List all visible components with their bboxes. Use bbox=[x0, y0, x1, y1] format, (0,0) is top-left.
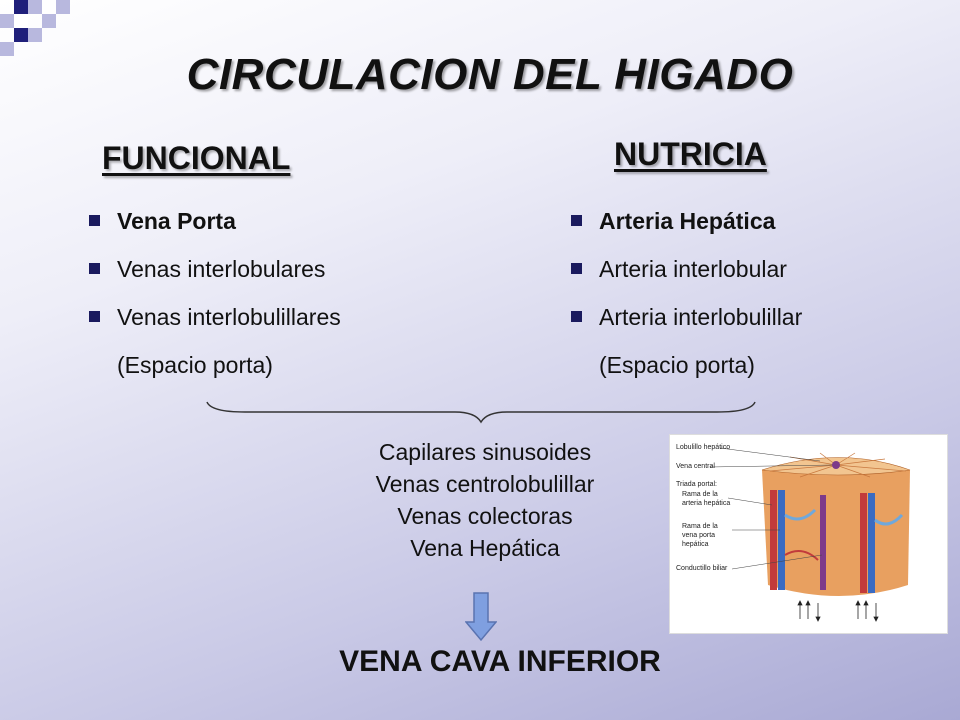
list-item: Arteria interlobulillar bbox=[564, 303, 802, 351]
nutricia-heading: NUTRICIA bbox=[614, 136, 767, 172]
confluence-line: Venas colectoras bbox=[397, 503, 573, 529]
list-item: Arteria Hepática bbox=[564, 207, 802, 255]
square-bullet-icon bbox=[571, 263, 582, 274]
confluence-text: Capilares sinusoides Venas centrolobulil… bbox=[300, 436, 670, 564]
list-item-label: (Espacio porta) bbox=[117, 352, 273, 378]
slide-title: CIRCULACION DEL HIGADO bbox=[186, 50, 794, 99]
list-item-label: (Espacio porta) bbox=[599, 352, 755, 378]
figure-label: Rama de la vena porta hepática bbox=[682, 523, 718, 548]
list-item: Arteria interlobular bbox=[564, 255, 802, 303]
figure-label: Vena central bbox=[676, 463, 715, 470]
square-bullet-icon bbox=[89, 263, 100, 274]
list-item: Vena Porta bbox=[82, 207, 341, 255]
confluence-line: Vena Hepática bbox=[410, 535, 560, 561]
list-item-label: Venas interlobulares bbox=[117, 256, 326, 282]
liver-lobule-illustration bbox=[709, 447, 911, 622]
figure-label: Rama de la arteria hepática bbox=[682, 491, 731, 507]
square-bullet-icon bbox=[89, 215, 100, 226]
figure-label: Lobulillo hepático bbox=[676, 444, 731, 451]
list-item-label: Venas interlobulillares bbox=[117, 304, 341, 330]
corner-decoration bbox=[0, 0, 80, 60]
figure-label: Conductillo biliar bbox=[676, 565, 728, 572]
list-item: (Espacio porta) bbox=[82, 351, 341, 399]
final-destination: VENA CAVA INFERIOR bbox=[339, 645, 661, 678]
confluence-line: Venas centrolobulillar bbox=[375, 471, 595, 497]
square-bullet-icon bbox=[571, 215, 582, 226]
funcional-heading: FUNCIONAL bbox=[102, 140, 291, 176]
liver-lobule-figure: Lobulillo hepático Vena central Triada p… bbox=[669, 434, 948, 634]
list-item-label: Arteria Hepática bbox=[599, 208, 776, 234]
list-item-label: Arteria interlobulillar bbox=[599, 304, 803, 330]
figure-label: Triada portal: bbox=[676, 481, 717, 488]
curly-brace bbox=[206, 401, 756, 424]
list-item-label: Vena Porta bbox=[117, 208, 236, 234]
square-bullet-icon bbox=[89, 311, 100, 322]
list-item-label: Arteria interlobular bbox=[599, 256, 787, 282]
list-item: (Espacio porta) bbox=[564, 351, 802, 399]
square-bullet-icon bbox=[571, 311, 582, 322]
down-arrow-icon bbox=[465, 592, 497, 642]
list-item: Venas interlobulillares bbox=[82, 303, 341, 351]
confluence-line: Capilares sinusoides bbox=[378, 439, 592, 465]
list-item: Venas interlobulares bbox=[82, 255, 341, 303]
